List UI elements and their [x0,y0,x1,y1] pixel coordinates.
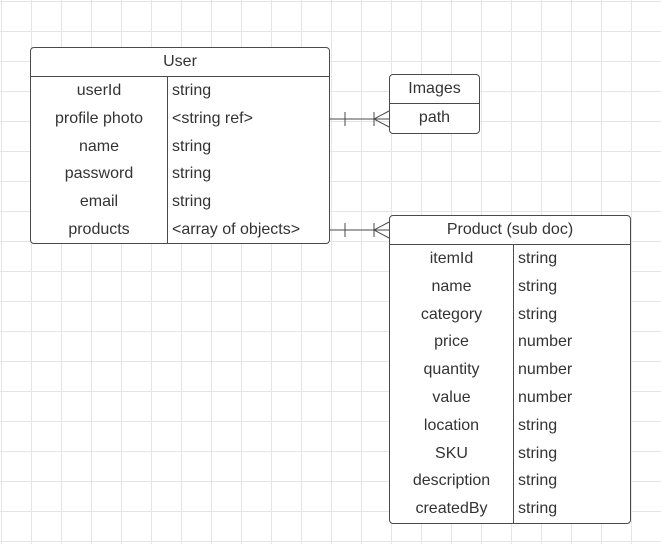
field-name: quantity [423,361,480,379]
field-type: string [172,165,212,183]
relationship-user-products[interactable] [330,221,390,239]
field-row: password string [31,160,329,188]
entity-fields: userId string profile photo <string ref>… [31,77,329,243]
column-divider [513,245,514,523]
field-name: value [432,388,471,406]
field-name: price [434,333,469,351]
field-row: createdBy string [390,495,630,523]
field-row: value number [390,384,630,412]
field-row: category string [390,301,630,329]
entity-title: Product (sub doc) [390,216,630,245]
entity-images[interactable]: Images path [389,74,480,134]
entity-title: User [31,48,329,77]
field-row: quantity number [390,356,630,384]
field-type: <array of objects> [172,220,301,238]
field-type: string [172,193,212,211]
field-row: profile photo <string ref> [31,105,329,133]
many-crowfoot [372,110,390,128]
column-divider [167,77,168,243]
field-name: category [420,305,483,323]
entity-user[interactable]: User userId string profile photo <string… [30,47,330,244]
field-row: email string [31,188,329,216]
field-type: string [518,277,558,295]
field-row: path [390,104,479,132]
field-type: number [518,361,573,379]
field-type: string [518,500,558,518]
field-row: name string [31,133,329,161]
field-type: string [172,137,212,155]
entity-title: Images [390,75,479,104]
relationship-user-images[interactable] [330,110,390,128]
entity-fields: itemId string name string category strin… [390,245,630,523]
field-name: email [79,193,119,211]
field-type: number [518,388,573,406]
field-row: SKU string [390,440,630,468]
field-name: password [64,165,134,183]
field-row: userId string [31,77,329,105]
field-type: string [518,250,558,267]
field-type: number [518,333,573,351]
field-type: string [518,472,558,490]
field-name: location [423,416,480,434]
field-row: name string [390,273,630,301]
field-name: profile photo [54,109,144,127]
field-name: createdBy [415,500,488,518]
many-crowfoot [372,221,390,239]
field-name: description [412,472,491,490]
field-row: location string [390,412,630,440]
field-row: itemId string [390,245,630,273]
field-row: price number [390,328,630,356]
entity-fields: path [390,104,479,132]
field-name: userId [76,82,122,99]
field-name: name [78,137,120,155]
field-type: string [518,444,558,462]
field-type: string [172,82,212,99]
field-name: name [431,277,472,295]
field-name: SKU [435,444,468,462]
field-type: string [518,416,558,434]
field-name: path [418,109,451,126]
field-row: products <array of objects> [31,216,329,243]
entity-product[interactable]: Product (sub doc) itemId string name str… [389,215,631,524]
field-type: <string ref> [172,109,253,127]
field-type: string [518,305,558,323]
field-name: itemId [429,250,474,267]
field-row: description string [390,467,630,495]
field-name: products [68,220,130,238]
